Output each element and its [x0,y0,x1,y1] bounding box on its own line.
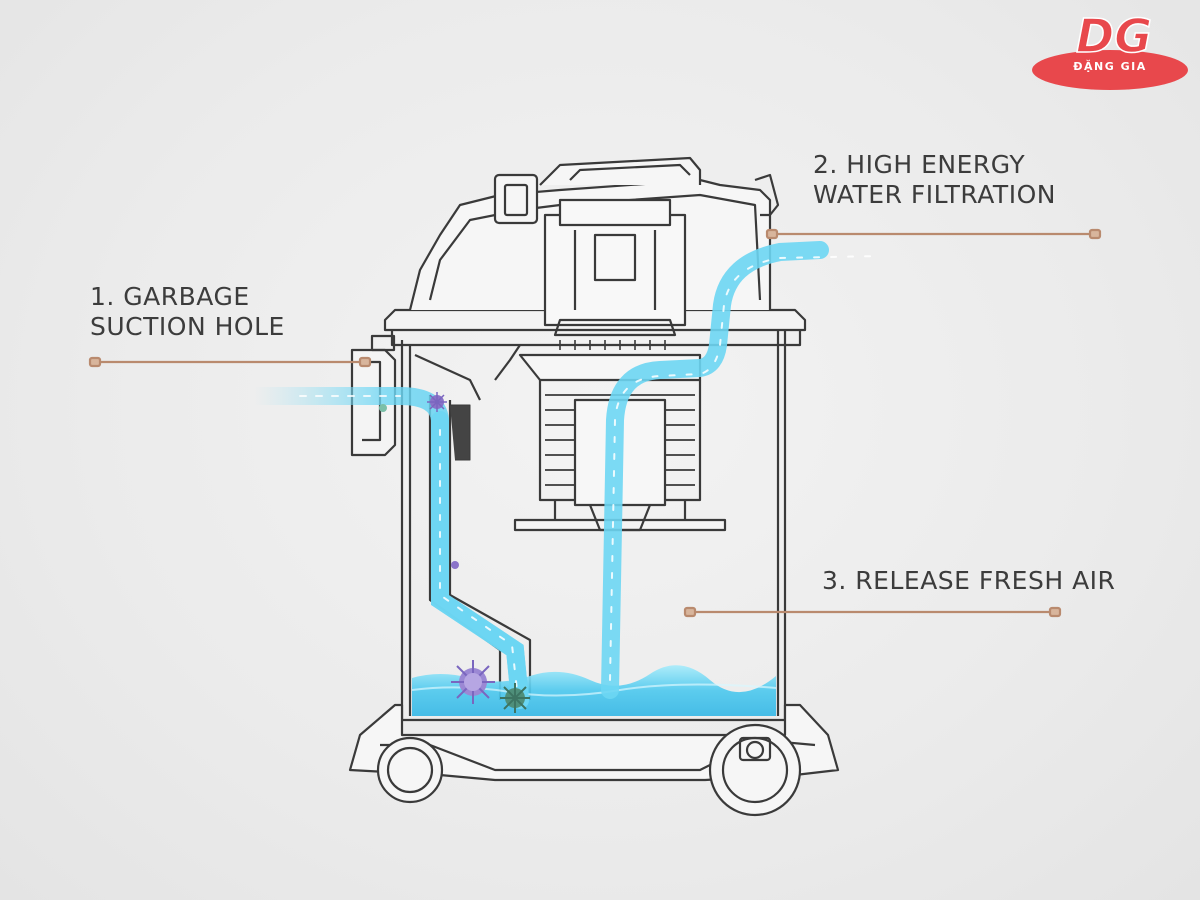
germ-small [427,392,447,412]
label-fresh-air-line1: 3. RELEASE FRESH AIR [822,566,1116,595]
pointer-lines [88,228,1102,618]
dang-gia-logo-icon: DG [1032,8,1188,90]
logo-mark: DG [1076,9,1152,63]
label-garbage-suction-line1: 1. GARBAGE [90,282,250,311]
label-water-filtration: 2. HIGH ENERGY WATER FILTRATION [813,150,1056,210]
germ-tiny-2 [379,404,387,412]
label-garbage-suction-line2: SUCTION HOLE [90,312,285,341]
tank-body [348,156,840,817]
germ-green [500,683,530,713]
label-water-filtration-line1: 2. HIGH ENERGY [813,150,1026,179]
germ-large [451,660,495,704]
germ-tiny [451,561,459,569]
label-garbage-suction: 1. GARBAGE SUCTION HOLE [90,282,285,342]
label-fresh-air: 3. RELEASE FRESH AIR [822,566,1115,596]
outlet-flow [601,241,904,699]
label-water-filtration-line2: WATER FILTRATION [813,180,1056,209]
logo-name: ĐẶNG GIA [1073,60,1147,73]
germ-particles [379,392,530,713]
